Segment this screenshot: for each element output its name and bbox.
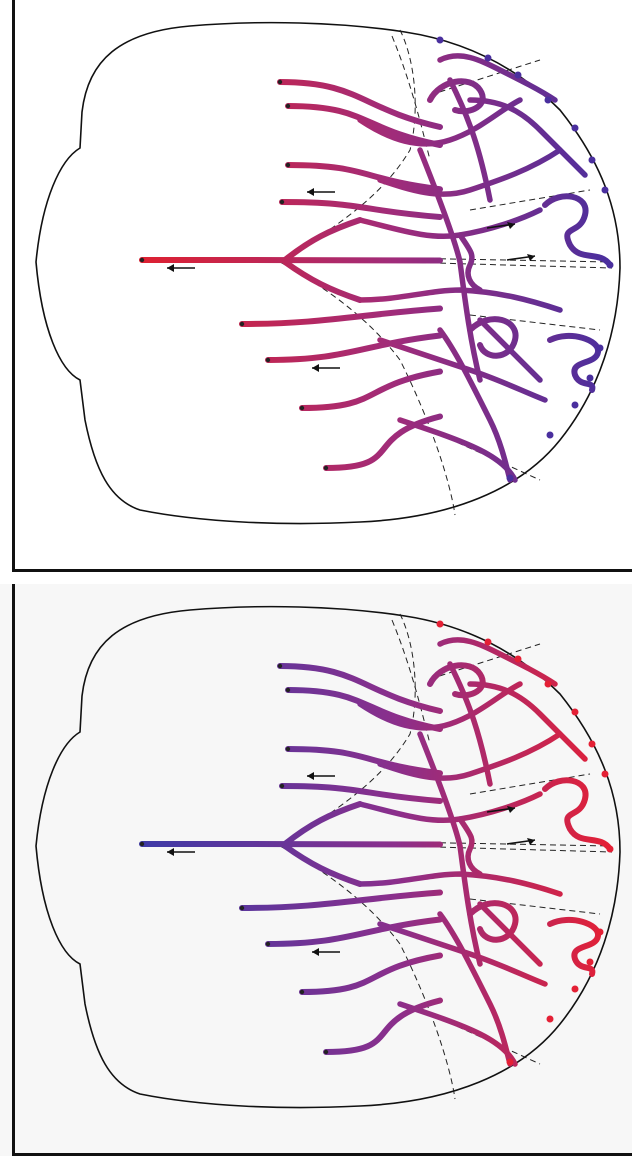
flow-arrow-left xyxy=(167,264,195,272)
organ-outline xyxy=(36,607,620,1108)
vessel-trunk xyxy=(326,1001,440,1053)
vessel-rim-tip xyxy=(602,771,609,778)
vessel-loop xyxy=(545,780,610,849)
flow-arrow-left xyxy=(167,848,195,856)
vessel-end-point xyxy=(278,80,282,84)
vessel-end-point xyxy=(300,406,304,410)
vessel-rim-tip xyxy=(597,345,604,352)
vessel-rim-tip xyxy=(485,55,492,62)
vessel-trunk xyxy=(282,202,440,217)
vessel-end-point xyxy=(140,258,144,262)
vessel-rim-tip xyxy=(507,475,514,482)
vessel-loop xyxy=(545,196,610,265)
vessel-rim-tip xyxy=(485,639,492,646)
vessel-rim-tip xyxy=(545,97,552,104)
vessel-trunk xyxy=(288,165,440,189)
vessel-end-point xyxy=(286,163,290,167)
vessel-rim-tip xyxy=(572,125,579,132)
vessel-rim-tip xyxy=(515,656,522,663)
vessel-branch xyxy=(470,100,585,175)
vessel-end-point xyxy=(278,664,282,668)
vessel-rim-tip xyxy=(515,72,522,79)
vessel-end-point xyxy=(266,942,270,946)
vessel-end-point xyxy=(280,784,284,788)
vessel-trunk xyxy=(142,260,440,261)
organ-outline xyxy=(36,23,620,524)
vessel-end-point xyxy=(266,358,270,362)
vessel-branch xyxy=(360,874,560,894)
vessel-end-point xyxy=(286,747,290,751)
vessel-loop xyxy=(550,336,598,390)
vessel-loop xyxy=(470,319,516,356)
vessel-branch xyxy=(380,150,560,194)
vessel-trunk xyxy=(282,786,440,801)
flow-arrow-left xyxy=(312,364,340,372)
vessel-branch xyxy=(400,1004,515,1064)
vessel-end-point xyxy=(300,990,304,994)
vessel-end-point xyxy=(286,688,290,692)
vessel-rim-tip xyxy=(602,187,609,194)
vessel-branch xyxy=(360,290,560,310)
vessel-diagram-top xyxy=(0,0,632,572)
vessel-rim-tip xyxy=(547,1016,554,1023)
vessel-end-point xyxy=(280,200,284,204)
vessel-rim-tip xyxy=(597,929,604,936)
vessel-end-point xyxy=(240,322,244,326)
vessel-end-point xyxy=(140,842,144,846)
vessel-end-point xyxy=(324,1050,328,1054)
vessel-end-point xyxy=(240,906,244,910)
flow-arrow-left xyxy=(307,772,335,780)
panel-bottom-border xyxy=(12,569,632,572)
vessel-end-point xyxy=(286,104,290,108)
vessel-loop xyxy=(470,903,516,940)
flow-arrow-left xyxy=(307,188,335,196)
vessel-trunk xyxy=(242,309,440,325)
vessel-trunk xyxy=(142,844,440,845)
vessel-rim-tip xyxy=(572,402,579,409)
vessel-rim-tip xyxy=(607,262,614,269)
vessel-diagram-bottom xyxy=(0,584,632,1156)
diagram-panel-top xyxy=(0,0,632,572)
panel-left-border xyxy=(12,584,15,1156)
vessel-branch xyxy=(380,734,560,778)
vessel-trunk xyxy=(268,336,440,361)
vessel-rim-tip xyxy=(437,37,444,44)
vessel-rim-tip xyxy=(547,432,554,439)
vessel-rim-tip xyxy=(572,986,579,993)
vessel-rim-tip xyxy=(607,846,614,853)
vessel-rim-tip xyxy=(587,375,594,382)
vessel-trunk xyxy=(288,749,440,773)
flow-arrow-left xyxy=(312,948,340,956)
vessel-trunk xyxy=(326,417,440,469)
vessel-rim-tip xyxy=(587,959,594,966)
vessel-branch xyxy=(470,684,585,759)
vessel-rim-tip xyxy=(572,709,579,716)
vessel-loop xyxy=(550,920,598,974)
vessel-trunk xyxy=(268,920,440,945)
diagram-panel-bottom xyxy=(0,584,632,1156)
vessel-rim-tip xyxy=(589,157,596,164)
vessel-rim-tip xyxy=(507,1059,514,1066)
vessel-rim-tip xyxy=(545,681,552,688)
vessel-end-point xyxy=(324,466,328,470)
panel-left-border xyxy=(12,0,15,572)
vessel-branch xyxy=(400,420,515,480)
vessel-rim-tip xyxy=(437,621,444,628)
vessel-trunk xyxy=(242,893,440,909)
vessel-rim-tip xyxy=(589,741,596,748)
